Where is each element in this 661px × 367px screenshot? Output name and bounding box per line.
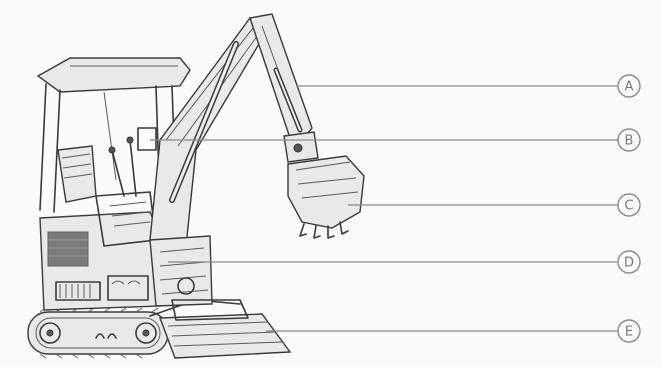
track-assembly bbox=[28, 308, 168, 358]
callout-label-c: C bbox=[624, 199, 633, 214]
boom-swing-base bbox=[150, 236, 248, 320]
callout-label-d: D bbox=[624, 256, 634, 271]
callout-label-b: B bbox=[625, 134, 634, 149]
callout-d: D bbox=[618, 251, 640, 273]
callout-label-e: E bbox=[625, 325, 633, 340]
callout-c: C bbox=[618, 194, 640, 216]
callout-label-a: A bbox=[625, 80, 634, 95]
dozer-blade bbox=[150, 300, 290, 358]
callout-e: E bbox=[618, 320, 640, 342]
callout-a: A bbox=[618, 75, 640, 97]
callout-b: B bbox=[618, 129, 640, 151]
bucket bbox=[288, 156, 364, 238]
